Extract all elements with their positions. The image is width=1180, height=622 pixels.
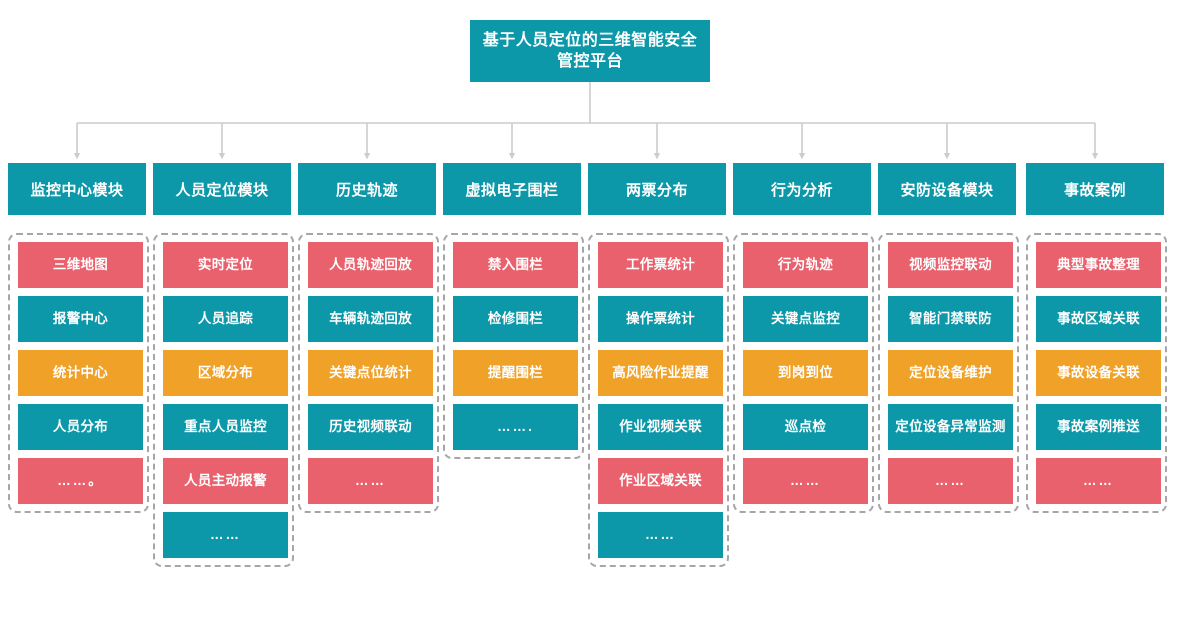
module-item[interactable]: 禁入围栏 (453, 242, 578, 288)
module-item[interactable]: 事故区域关联 (1036, 296, 1161, 342)
module-column-7: 安防设备模块 视频监控联动 智能门禁联防 定位设备维护 定位设备异常监测 …… (878, 163, 1023, 513)
module-header-3[interactable]: 历史轨迹 (298, 163, 436, 215)
module-header-2[interactable]: 人员定位模块 (153, 163, 291, 215)
module-item[interactable]: 历史视频联动 (308, 404, 433, 450)
module-item[interactable]: 行为轨迹 (743, 242, 868, 288)
module-column-1: 监控中心模块 三维地图 报警中心 统计中心 人员分布 ……。 (8, 163, 153, 513)
module-group-8: 典型事故整理 事故区域关联 事故设备关联 事故案例推送 …… (1026, 233, 1167, 513)
module-item[interactable]: 事故设备关联 (1036, 350, 1161, 396)
module-item[interactable]: 车辆轨迹回放 (308, 296, 433, 342)
module-item-more[interactable]: …… (743, 458, 868, 504)
platform-title: 基于人员定位的三维智能安全管控平台 (470, 20, 710, 82)
module-column-2: 人员定位模块 实时定位 人员追踪 区域分布 重点人员监控 人员主动报警 …… (153, 163, 298, 567)
module-item[interactable]: 到岗到位 (743, 350, 868, 396)
module-item[interactable]: 人员轨迹回放 (308, 242, 433, 288)
module-header-8[interactable]: 事故案例 (1026, 163, 1164, 215)
module-header-1[interactable]: 监控中心模块 (8, 163, 146, 215)
module-column-8: 事故案例 典型事故整理 事故区域关联 事故设备关联 事故案例推送 …… (1026, 163, 1171, 513)
module-item[interactable]: 重点人员监控 (163, 404, 288, 450)
module-group-2: 实时定位 人员追踪 区域分布 重点人员监控 人员主动报警 …… (153, 233, 294, 567)
module-item[interactable]: 人员主动报警 (163, 458, 288, 504)
module-item[interactable]: 定位设备维护 (888, 350, 1013, 396)
module-item[interactable]: 实时定位 (163, 242, 288, 288)
module-item[interactable]: 作业区域关联 (598, 458, 723, 504)
module-item[interactable]: 视频监控联动 (888, 242, 1013, 288)
module-item[interactable]: 人员分布 (18, 404, 143, 450)
module-item[interactable]: 报警中心 (18, 296, 143, 342)
module-item[interactable]: 关键点位统计 (308, 350, 433, 396)
module-header-6[interactable]: 行为分析 (733, 163, 871, 215)
module-group-1: 三维地图 报警中心 统计中心 人员分布 ……。 (8, 233, 149, 513)
module-item[interactable]: 区域分布 (163, 350, 288, 396)
module-group-5: 工作票统计 操作票统计 高风险作业提醒 作业视频关联 作业区域关联 …… (588, 233, 729, 567)
module-item[interactable]: 工作票统计 (598, 242, 723, 288)
module-item-more[interactable]: ……。 (18, 458, 143, 504)
module-item[interactable]: 统计中心 (18, 350, 143, 396)
module-column-6: 行为分析 行为轨迹 关键点监控 到岗到位 巡点检 …… (733, 163, 878, 513)
module-header-4[interactable]: 虚拟电子围栏 (443, 163, 581, 215)
module-column-5: 两票分布 工作票统计 操作票统计 高风险作业提醒 作业视频关联 作业区域关联 …… (588, 163, 733, 567)
module-item[interactable]: 高风险作业提醒 (598, 350, 723, 396)
module-group-6: 行为轨迹 关键点监控 到岗到位 巡点检 …… (733, 233, 874, 513)
module-group-7: 视频监控联动 智能门禁联防 定位设备维护 定位设备异常监测 …… (878, 233, 1019, 513)
module-item[interactable]: 典型事故整理 (1036, 242, 1161, 288)
module-item[interactable]: 人员追踪 (163, 296, 288, 342)
module-column-4: 虚拟电子围栏 禁入围栏 检修围栏 提醒围栏 ……. (443, 163, 588, 459)
module-item-more[interactable]: …… (1036, 458, 1161, 504)
module-group-3: 人员轨迹回放 车辆轨迹回放 关键点位统计 历史视频联动 …… (298, 233, 439, 513)
module-group-4: 禁入围栏 检修围栏 提醒围栏 ……. (443, 233, 584, 459)
module-item-more[interactable]: …… (888, 458, 1013, 504)
module-item[interactable]: 事故案例推送 (1036, 404, 1161, 450)
module-item[interactable]: 巡点检 (743, 404, 868, 450)
module-item-more[interactable]: …… (598, 512, 723, 558)
module-item[interactable]: 定位设备异常监测 (888, 404, 1013, 450)
module-item-more[interactable]: …… (308, 458, 433, 504)
module-item[interactable]: 关键点监控 (743, 296, 868, 342)
module-column-3: 历史轨迹 人员轨迹回放 车辆轨迹回放 关键点位统计 历史视频联动 …… (298, 163, 443, 513)
module-header-7[interactable]: 安防设备模块 (878, 163, 1016, 215)
module-item[interactable]: 作业视频关联 (598, 404, 723, 450)
module-item[interactable]: 提醒围栏 (453, 350, 578, 396)
module-header-5[interactable]: 两票分布 (588, 163, 726, 215)
module-item[interactable]: 智能门禁联防 (888, 296, 1013, 342)
platform-title-text: 基于人员定位的三维智能安全管控平台 (482, 31, 698, 70)
module-item-more[interactable]: …… (163, 512, 288, 558)
module-item[interactable]: 操作票统计 (598, 296, 723, 342)
module-item[interactable]: 三维地图 (18, 242, 143, 288)
module-item-more[interactable]: ……. (453, 404, 578, 450)
module-item[interactable]: 检修围栏 (453, 296, 578, 342)
